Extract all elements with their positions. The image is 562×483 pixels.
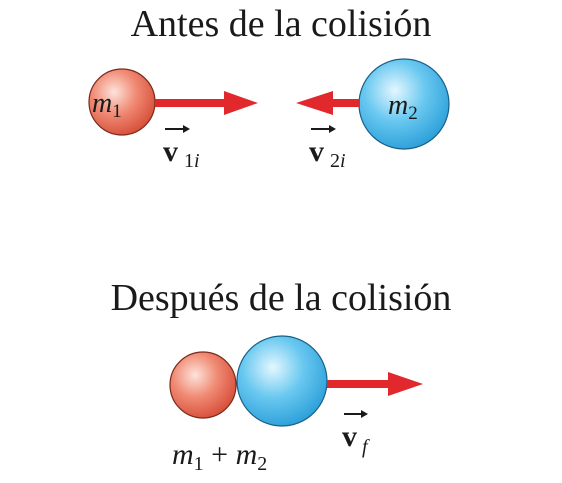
velocity1-label: v 1i — [163, 125, 200, 172]
mass1-label: m1 — [92, 88, 122, 122]
velocity1-arrow — [155, 91, 258, 115]
svg-text:v: v — [342, 420, 357, 453]
mass1-before: m1 — [88, 68, 156, 136]
svg-text:1i: 1i — [184, 150, 200, 172]
mass2-before: m2 — [358, 58, 450, 150]
before-collision-title: Antes de la colisión — [130, 3, 432, 45]
svg-text:f: f — [362, 436, 370, 458]
mass1-ball-after — [169, 351, 237, 419]
after-collision-title: Después de la colisión — [110, 277, 452, 319]
combined-mass-label: m1 + m2 — [172, 438, 267, 475]
mass2-label: m2 — [388, 90, 418, 124]
final-velocity-label: v f — [342, 410, 370, 458]
velocity2-label: v 2i — [309, 125, 346, 172]
svg-text:v: v — [309, 135, 324, 168]
velocity2-arrow — [296, 91, 360, 115]
combined-masses — [169, 335, 328, 427]
svg-text:2i: 2i — [330, 150, 346, 172]
mass2-ball-after — [236, 335, 328, 427]
svg-text:v: v — [163, 135, 178, 168]
final-velocity-arrow — [327, 372, 423, 396]
